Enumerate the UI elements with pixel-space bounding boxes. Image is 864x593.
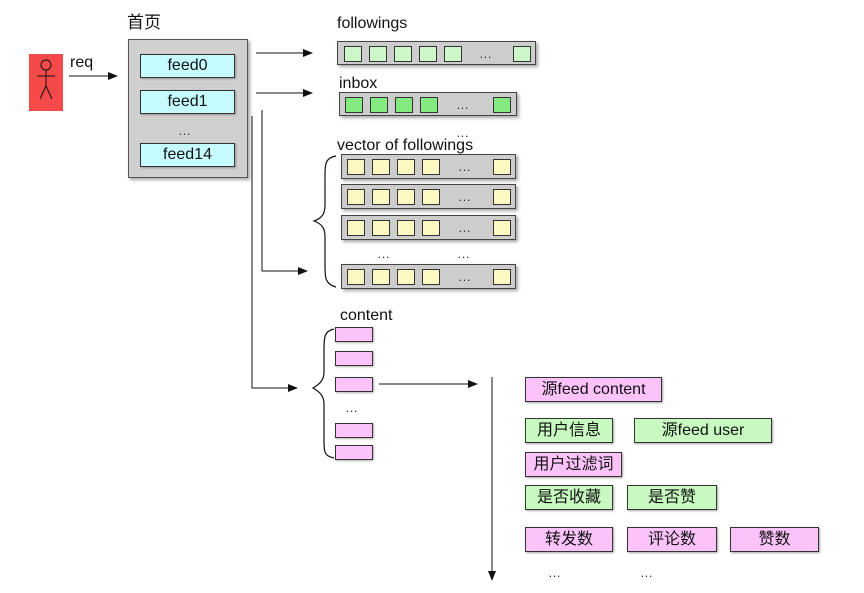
inbox-cell — [420, 97, 438, 113]
followings-list: … — [337, 41, 536, 65]
inbox-ellipsis: … — [456, 97, 470, 112]
field-source-feed-content: 源feed content — [525, 377, 662, 402]
vector-cell — [422, 220, 440, 236]
feed-item: feed1 — [140, 90, 235, 114]
vector-cell — [397, 189, 415, 205]
content-item — [335, 351, 373, 366]
vector-row-ellipsis: … — [458, 159, 472, 174]
fields-more-ellipsis: … — [640, 565, 654, 580]
followings-label: followings — [337, 15, 408, 32]
vector-cell — [397, 220, 415, 236]
vector-row-ellipsis: … — [458, 220, 472, 235]
content-item — [335, 327, 373, 342]
vector-top-ellipsis: … — [456, 125, 470, 140]
vector-cell — [422, 159, 440, 175]
vector-row-ellipsis: … — [458, 269, 472, 284]
req-label: req — [70, 54, 94, 71]
vector-arrow — [261, 110, 308, 275]
field-like-count: 赞数 — [730, 527, 819, 552]
vector-row: … — [341, 215, 516, 240]
vector-row-ellipsis: … — [458, 189, 472, 204]
vector-cell — [372, 159, 390, 175]
vector-cell — [422, 269, 440, 285]
inbox-label: inbox — [339, 75, 378, 92]
vector-cell — [372, 189, 390, 205]
inbox-list: … — [339, 92, 517, 116]
vector-of-followings-label: vector of followings — [337, 137, 474, 154]
vector-row: … — [341, 264, 516, 289]
vector-cell — [347, 269, 365, 285]
following-cell — [513, 46, 531, 62]
inbox-cell — [345, 97, 363, 113]
vector-cell — [372, 220, 390, 236]
vector-cell — [397, 269, 415, 285]
content-brace — [311, 328, 335, 459]
following-cell — [419, 46, 437, 62]
vector-row: … — [341, 184, 516, 209]
field-user-info: 用户信息 — [525, 418, 613, 443]
content-label: content — [340, 307, 393, 324]
vector-cell — [347, 220, 365, 236]
homepage-title: 首页 — [127, 13, 161, 32]
followings-ellipsis: … — [479, 46, 493, 61]
content-arrow — [251, 116, 298, 392]
field-is-favorited: 是否收藏 — [525, 485, 613, 510]
field-comment-count: 评论数 — [627, 527, 717, 552]
inbox-cell — [395, 97, 413, 113]
vector-brace — [312, 155, 337, 288]
vector-cell — [347, 159, 365, 175]
user-actor — [29, 54, 63, 111]
following-cell — [394, 46, 412, 62]
content-ellipsis: … — [345, 400, 359, 415]
vector-gap-ellipsis: … — [377, 246, 391, 261]
vector-cell — [347, 189, 365, 205]
feed-item: feed0 — [140, 54, 235, 78]
content-item — [335, 423, 373, 438]
field-source-feed-user: 源feed user — [634, 418, 772, 443]
inbox-cell — [370, 97, 388, 113]
feed-item: feed14 — [140, 143, 235, 167]
following-cell — [344, 46, 362, 62]
homepage-container: feed0 feed1 … feed14 — [128, 39, 248, 178]
vector-cell — [493, 159, 511, 175]
content-item — [335, 377, 373, 392]
vector-cell — [372, 269, 390, 285]
vector-gap-ellipsis: … — [457, 246, 471, 261]
vector-cell — [422, 189, 440, 205]
vector-cell — [493, 269, 511, 285]
field-repost-count: 转发数 — [525, 527, 613, 552]
vector-cell — [493, 189, 511, 205]
feed-ellipsis: … — [178, 123, 192, 138]
fields-more-ellipsis: … — [548, 565, 562, 580]
following-cell — [444, 46, 462, 62]
inbox-cell — [493, 97, 511, 113]
vector-cell — [397, 159, 415, 175]
field-user-filter-words: 用户过滤词 — [525, 452, 622, 477]
stick-figure-user-icon — [37, 59, 55, 100]
following-cell — [369, 46, 387, 62]
vector-cell — [493, 220, 511, 236]
vector-row: … — [341, 154, 516, 179]
field-is-liked: 是否赞 — [627, 485, 717, 510]
content-item — [335, 445, 373, 460]
